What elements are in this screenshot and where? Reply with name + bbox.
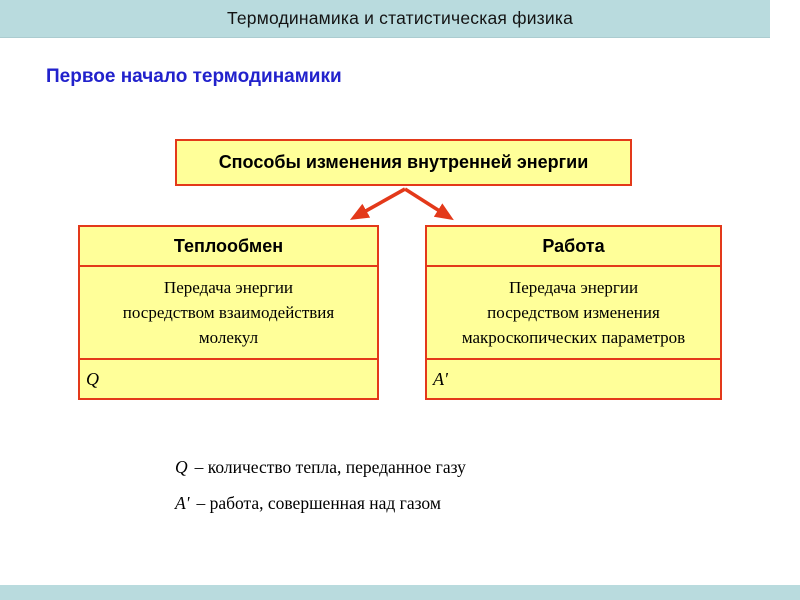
branch-description-box: Передача энергии посредством взаимодейст… [78, 265, 379, 360]
branch-symbol-label: A' [433, 368, 448, 389]
slide-footer-bar [0, 585, 800, 600]
legend-line-q: Q – количество тепла, переданное газу [175, 457, 466, 478]
slide-header-bar [0, 0, 770, 38]
branch-title-label: Теплообмен [173, 235, 284, 256]
legend-symbol: Q [175, 457, 188, 477]
legend-symbol: A' [175, 493, 190, 513]
legend: Q – количество тепла, переданное газу A'–… [175, 457, 466, 529]
branch-title-label: Работа [542, 235, 605, 256]
branch-symbol-label: Q [86, 368, 99, 389]
branch-description-box: Передача энергии посредством изменения м… [425, 265, 722, 360]
branch-work: Работа Передача энергии посредством изме… [425, 225, 722, 400]
branch-title-box: Работа [425, 225, 722, 267]
legend-line-a: A' – работа, совершенная над газом [175, 493, 466, 514]
branch-title-box: Теплообмен [78, 225, 379, 267]
legend-definition: – работа, совершенная над газом [196, 493, 441, 513]
page-title: Первое начало термодинамики [46, 66, 342, 87]
diagram-root-box: Способы изменения внутренней энергии [175, 139, 632, 186]
branch-symbol-box: Q [78, 358, 379, 400]
branch-arrows [349, 187, 454, 221]
legend-definition: – количество тепла, переданное газу [194, 457, 466, 477]
diagram-root-label: Способы изменения внутренней энергии [218, 152, 589, 172]
slide-title: Термодинамика и статистическая физика [226, 8, 574, 28]
branch-symbol-box: A' [425, 358, 722, 400]
branch-heat-exchange: Теплообмен Передача энергии посредством … [78, 225, 379, 400]
